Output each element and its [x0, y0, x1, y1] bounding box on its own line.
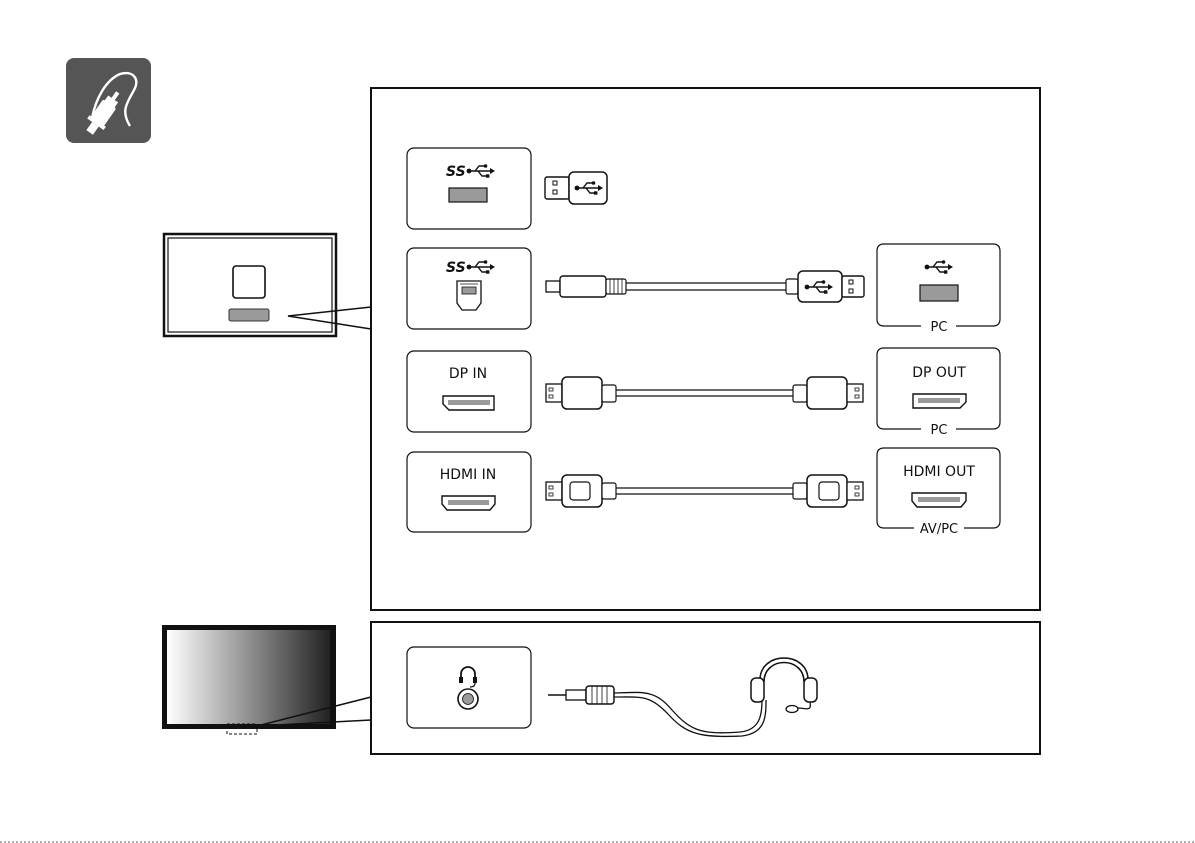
ss-logo: SS — [446, 164, 466, 180]
ss-logo: SS — [446, 260, 466, 276]
displayport-cable — [546, 377, 863, 409]
monitor-rear-view — [164, 234, 336, 336]
av-pc-label: AV/PC — [920, 522, 958, 537]
usb-downstream-port-box: SS — [407, 148, 531, 229]
usb-trident-icon — [925, 260, 953, 274]
pc-usb-port-box: PC — [877, 244, 1000, 335]
hdmi-in-label: HDMI IN — [440, 467, 497, 483]
headset-icon — [751, 658, 817, 713]
cable-plug-icon — [66, 58, 151, 143]
hdmi-cable — [546, 475, 863, 507]
hdmi-out-label: HDMI OUT — [903, 464, 975, 480]
pc-label: PC — [931, 423, 948, 438]
headphone-port-box — [407, 647, 531, 728]
headset-cable — [548, 686, 766, 736]
av-pc-hdmi-out-port-box: HDMI OUT AV/PC — [877, 448, 1000, 537]
usb-flash-drive — [545, 172, 607, 204]
dp-out-label: DP OUT — [912, 365, 966, 381]
usb-upstream-port-box: SS — [407, 248, 531, 329]
usb-cable — [546, 271, 864, 302]
pc-dp-out-port-box: DP OUT PC — [877, 348, 1000, 438]
hdmi-in-port-box: HDMI IN — [407, 452, 531, 532]
pc-label: PC — [931, 320, 948, 335]
dp-in-label: DP IN — [449, 366, 487, 382]
monitor-front-view — [162, 625, 336, 734]
dp-in-port-box: DP IN — [407, 351, 531, 432]
